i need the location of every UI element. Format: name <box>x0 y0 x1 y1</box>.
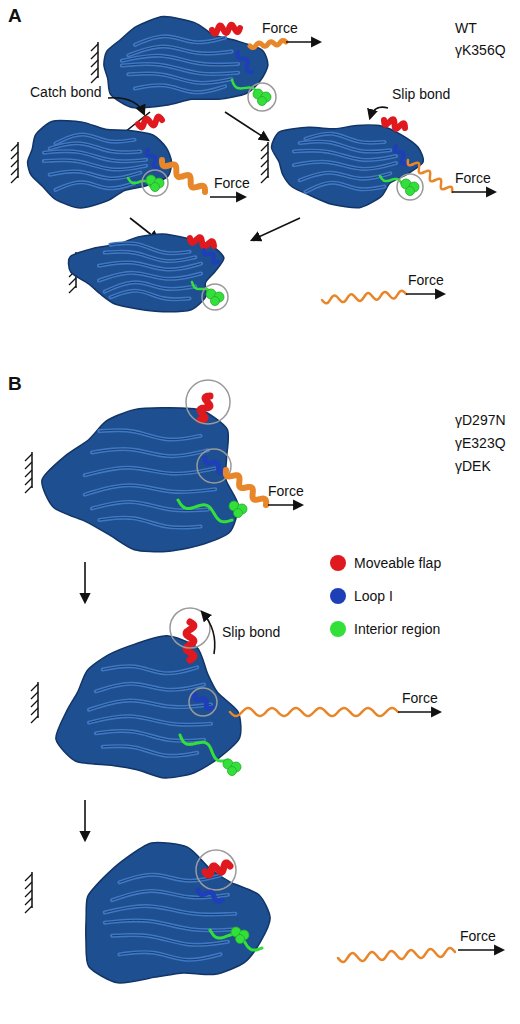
transition-arrow <box>84 800 86 840</box>
variant-label: γD297N <box>455 412 506 428</box>
loop-i <box>395 146 406 164</box>
peptide <box>226 470 266 505</box>
force-label: Force <box>460 928 496 944</box>
variant-label: γDEK <box>455 458 491 474</box>
force-label: Force <box>408 272 444 288</box>
transition-arrow <box>252 218 300 240</box>
panel-letter: B <box>8 374 22 394</box>
force-label: Force <box>262 20 298 36</box>
force-label: Force <box>402 690 438 706</box>
peptide <box>322 291 406 304</box>
protein-body <box>271 125 423 208</box>
residue-sphere <box>228 767 237 776</box>
residue-sphere <box>151 183 160 192</box>
interior-region <box>178 500 232 522</box>
peptide <box>250 40 286 47</box>
force-arrow <box>406 293 444 295</box>
bond-arrow <box>108 98 144 114</box>
protein-body <box>56 636 241 778</box>
legend-entry: Interior region <box>330 621 440 637</box>
variant-label: γK356Q <box>455 42 506 58</box>
highlight-circle <box>189 688 217 716</box>
interior-region <box>180 735 228 761</box>
residue-sphere <box>234 509 243 518</box>
anchor-hatch <box>91 42 98 83</box>
loop-i <box>195 695 212 709</box>
protein-body <box>69 234 224 312</box>
highlight-circle <box>248 83 276 111</box>
force-arrow <box>286 41 320 43</box>
loop-i <box>205 458 225 473</box>
transition-arrow <box>225 112 268 140</box>
highlight-circle <box>142 170 168 196</box>
force-arrow <box>452 191 495 193</box>
legend-text: Interior region <box>354 621 440 637</box>
legend-swatch <box>330 555 346 571</box>
residue-sphere <box>236 935 245 944</box>
peptide <box>162 160 205 192</box>
residue-sphere <box>258 97 267 106</box>
moveable-flap <box>200 396 210 420</box>
moveable-flap <box>190 237 214 247</box>
loop-i <box>237 52 252 72</box>
peptide <box>408 160 452 192</box>
legend-text: Moveable flap <box>354 555 441 571</box>
residue-sphere <box>406 187 415 196</box>
moveable-flap <box>186 622 194 660</box>
highlight-circle <box>397 174 423 200</box>
protein-body <box>28 121 172 208</box>
force-label: Force <box>268 483 304 499</box>
loop-i <box>204 250 218 263</box>
force-label: Force <box>455 170 491 186</box>
loop-i <box>147 150 158 168</box>
force-arrow <box>210 196 245 198</box>
legend-text: Loop I <box>354 588 393 604</box>
peptide <box>338 948 455 962</box>
highlight-circle <box>202 284 228 310</box>
legend-entry: Moveable flap <box>330 555 441 571</box>
moveable-flap <box>384 119 405 128</box>
anchor-hatch <box>25 452 32 493</box>
legend-swatch <box>330 588 346 604</box>
transition-arrow <box>84 562 86 602</box>
bond-label: Catch bond <box>30 84 102 100</box>
protein-body <box>42 408 238 552</box>
highlight-circle <box>186 380 230 424</box>
residue-sphere <box>211 297 220 306</box>
bond-label: Slip bond <box>392 86 450 102</box>
moveable-flap <box>212 25 240 34</box>
protein-body <box>86 842 270 982</box>
panel-letter: A <box>8 6 22 26</box>
moveable-flap <box>138 117 162 128</box>
force-arrow <box>458 949 503 951</box>
variant-label: γE323Q <box>455 435 506 451</box>
legend-entry: Loop I <box>330 588 393 604</box>
anchor-hatch <box>31 682 38 723</box>
peptide <box>230 708 398 716</box>
anchor-hatch <box>25 872 32 913</box>
bond-arrow <box>202 612 215 654</box>
variant-label: WT <box>455 20 477 36</box>
legend-swatch <box>330 621 346 637</box>
bond-arrow <box>370 107 388 118</box>
anchor-hatch <box>261 142 268 183</box>
artwork <box>11 17 503 983</box>
highlight-circle <box>196 850 236 890</box>
loop-i <box>198 890 222 901</box>
bond-label: Slip bond <box>222 624 280 640</box>
force-arrow <box>268 504 302 506</box>
anchor-hatch <box>11 142 18 183</box>
force-label: Force <box>214 175 250 191</box>
moveable-flap <box>205 863 230 875</box>
force-arrow <box>398 711 440 713</box>
protein-body <box>104 17 268 108</box>
